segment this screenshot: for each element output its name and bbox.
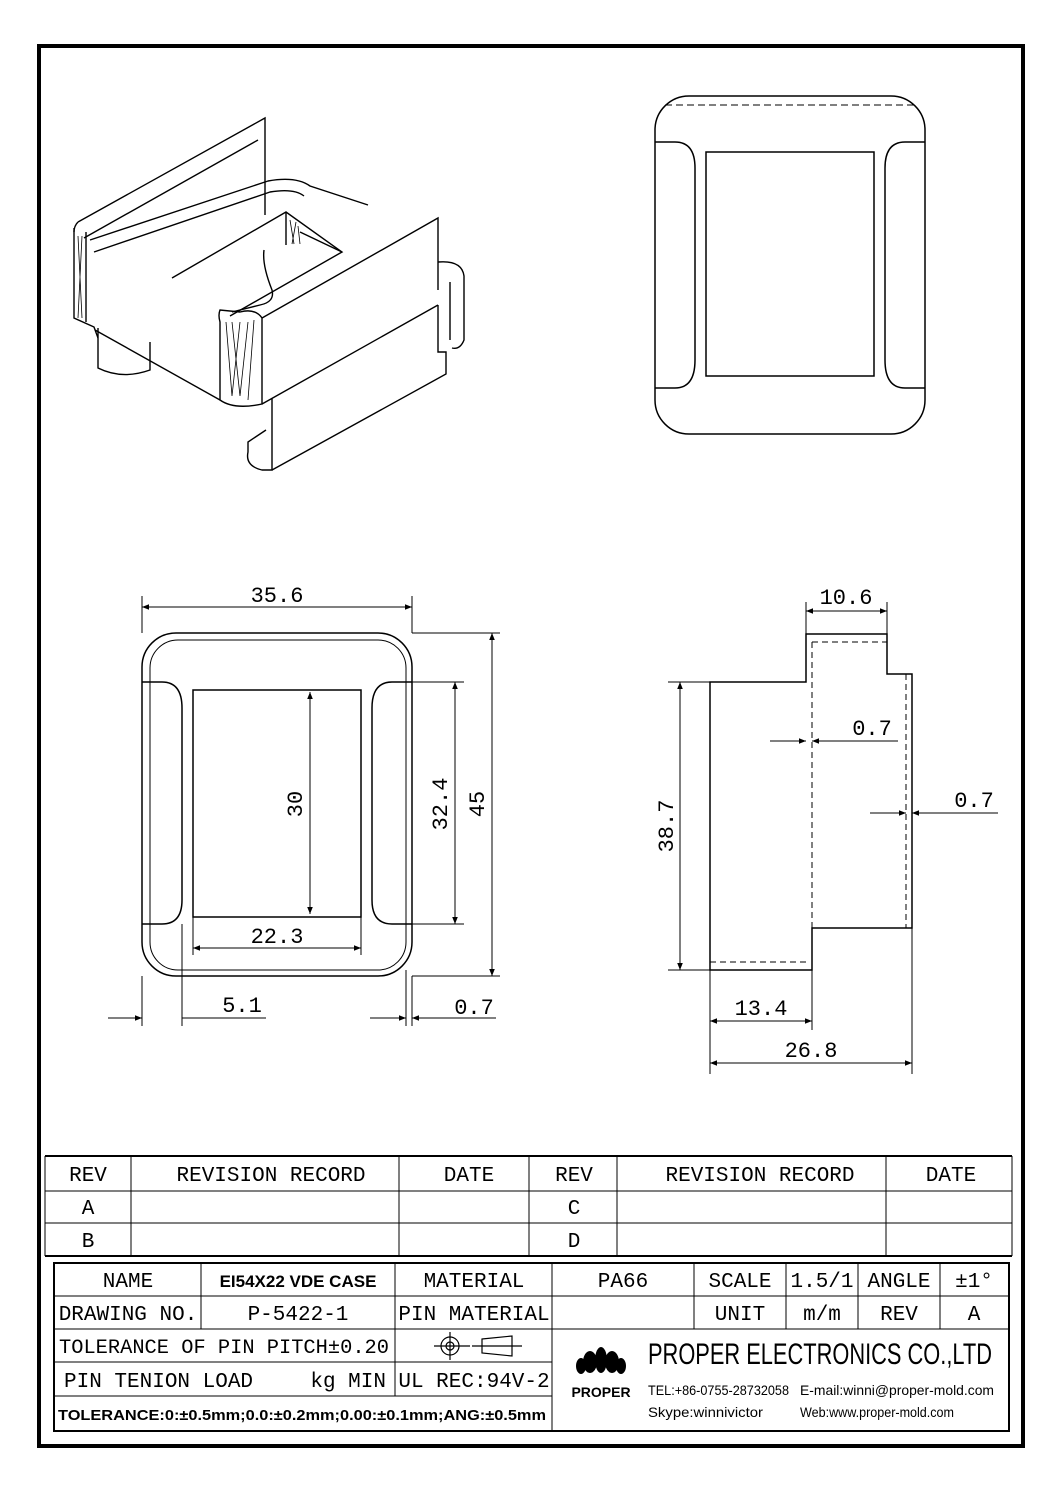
rev-header-right: REV <box>555 1165 593 1188</box>
dim-inner-height-2: 32.4 <box>429 778 454 831</box>
pin-load-unit: kg MIN <box>310 1371 386 1394</box>
company-email: E-mail:winni@proper-mold.com <box>800 1382 994 1398</box>
dim-right-width: 10.6 <box>820 586 873 611</box>
rev-b: B <box>82 1231 95 1254</box>
rev-a: A <box>82 1198 95 1221</box>
side-view <box>709 633 913 971</box>
dim-side-height: 38.7 <box>655 800 680 853</box>
dim-inner-width: 22.3 <box>251 925 304 950</box>
revision-record-header-right: REVISION RECORD <box>665 1165 854 1188</box>
dim-top-width: 35.6 <box>251 584 304 609</box>
unit-label: UNIT <box>715 1304 765 1327</box>
pin-material-label: PIN MATERIAL <box>398 1304 549 1327</box>
material-label: MATERIAL <box>424 1271 525 1294</box>
unit-value: m/m <box>803 1304 841 1327</box>
company-logo-icon <box>576 1347 626 1374</box>
revision-table-text: REV REVISION RECORD DATE REV REVISION RE… <box>69 1165 976 1254</box>
angle-value: ±1° <box>955 1271 993 1294</box>
revision-record-header-left: REVISION RECORD <box>176 1165 365 1188</box>
date-header-right: DATE <box>926 1165 976 1188</box>
dim-wall-width: 5.1 <box>222 994 262 1019</box>
dim-depth: 26.8 <box>785 1039 838 1064</box>
revision-table <box>44 1155 1013 1257</box>
company-web: Web:www.proper-mold.com <box>800 1404 954 1420</box>
drawing-no-label: DRAWING NO. <box>59 1304 198 1327</box>
top-view <box>654 95 926 435</box>
material-value: PA66 <box>598 1271 648 1294</box>
company-block: PROPER PROPER ELECTRONICS CO.,LTD TEL:+8… <box>571 1338 994 1420</box>
tolerance-general: TOLERANCE:0:±0.5mm;0.0:±0.2mm;0.00:±0.1m… <box>58 1407 546 1424</box>
angle-label: ANGLE <box>867 1271 930 1294</box>
dim-inner-height: 30 <box>284 791 309 817</box>
scale-label: SCALE <box>708 1271 771 1294</box>
dim-wall-side: 0.7 <box>852 717 892 742</box>
name-label: NAME <box>103 1271 153 1294</box>
rev-value: A <box>968 1304 981 1327</box>
ul-rec: UL REC:94V-2 <box>398 1371 549 1394</box>
rev-d: D <box>568 1231 581 1254</box>
dim-wall-bottom: 0.7 <box>454 996 494 1021</box>
pin-load-label: PIN TENION LOAD <box>64 1371 253 1394</box>
dim-outer-height: 45 <box>466 791 491 817</box>
company-logo-text: PROPER <box>571 1384 630 1400</box>
front-view <box>141 632 413 977</box>
rev-header-left: REV <box>69 1165 107 1188</box>
rev-label: REV <box>880 1304 918 1327</box>
scale-value: 1.5/1 <box>790 1271 853 1294</box>
side-view-dims <box>668 602 998 1074</box>
dim-half-depth: 13.4 <box>735 997 788 1022</box>
dimension-labels: 35.6 30 32.4 45 22.3 5.1 0.7 10.6 0.7 0.… <box>222 584 994 1064</box>
drawing-no-value: P-5422-1 <box>248 1304 349 1327</box>
title-block-text: NAME EI54X22 VDE CASE MATERIAL PA66 SCAL… <box>58 1271 993 1424</box>
sheet-border <box>37 44 1025 1448</box>
isometric-view <box>73 116 465 471</box>
company-name: PROPER ELECTRONICS CO.,LTD <box>648 1338 992 1371</box>
company-tel: TEL:+86-0755-28732058 <box>648 1382 789 1398</box>
name-value: EI54X22 VDE CASE <box>220 1272 377 1291</box>
title-block <box>53 1262 1010 1432</box>
dim-wall-right: 0.7 <box>954 789 994 814</box>
projection-symbol-icon <box>434 1332 522 1360</box>
tolerance-pin: TOLERANCE OF PIN PITCH±0.20 <box>59 1337 389 1360</box>
company-skype: Skype:winnivictor <box>648 1404 763 1420</box>
rev-c: C <box>568 1198 581 1221</box>
front-view-dims <box>108 596 500 1026</box>
date-header-left: DATE <box>444 1165 494 1188</box>
